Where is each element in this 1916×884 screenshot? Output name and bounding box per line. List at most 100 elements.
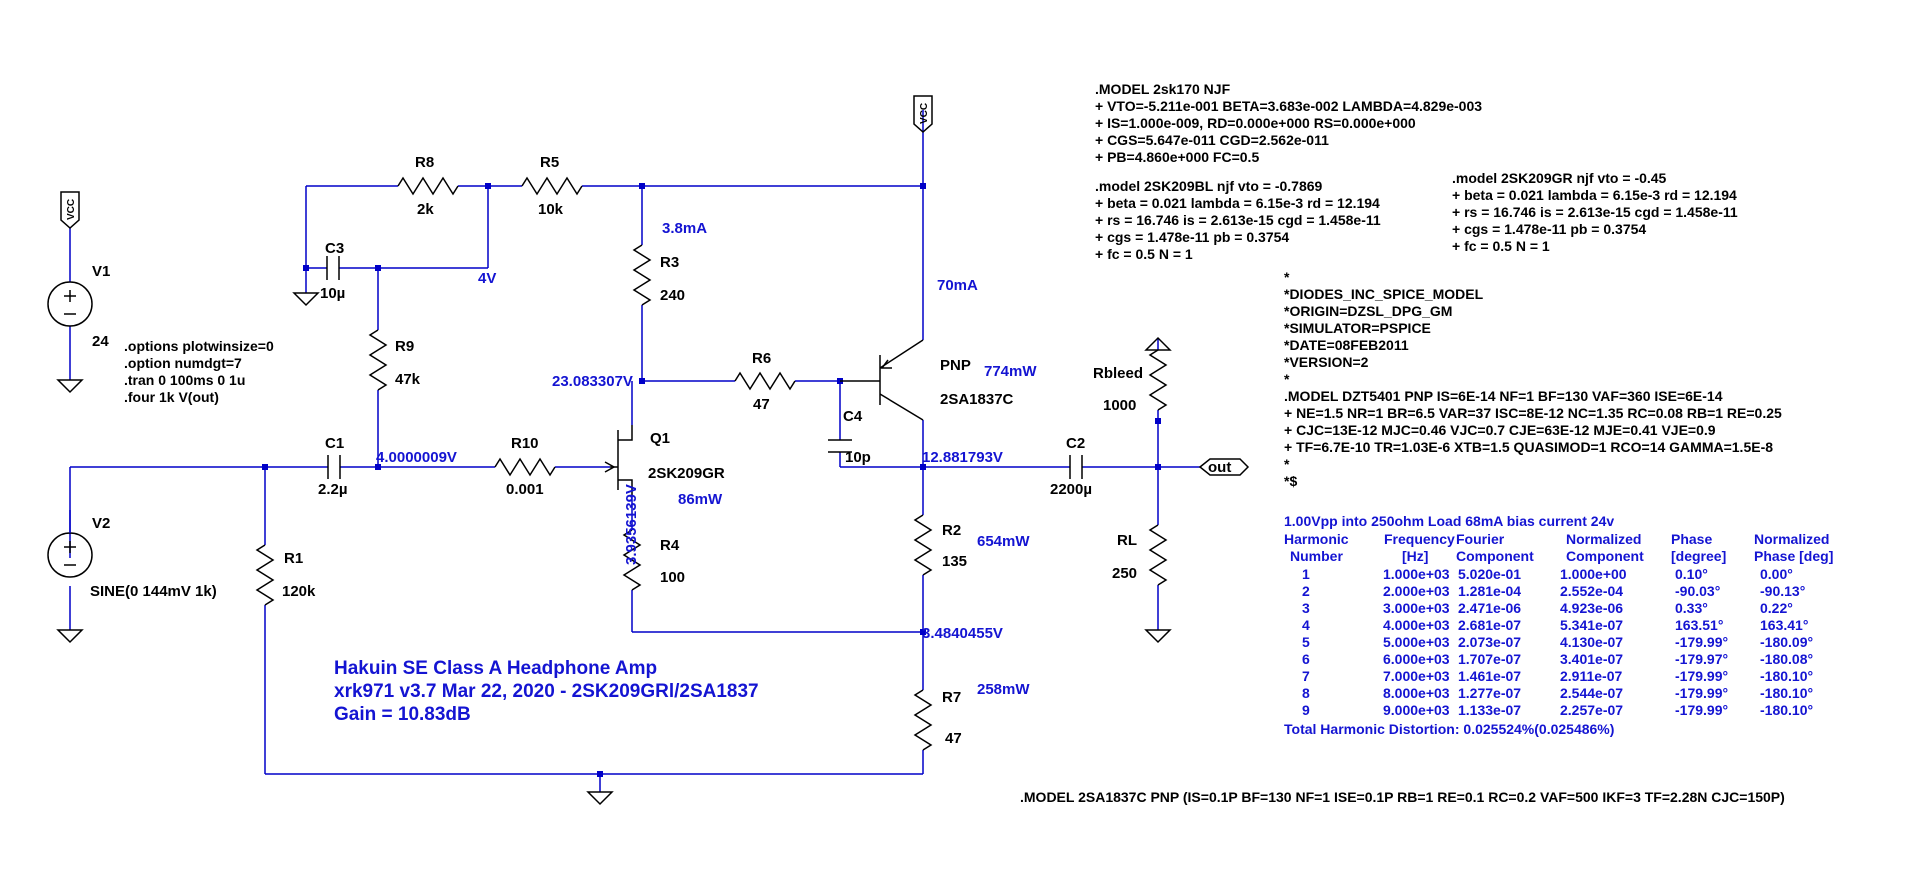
- fourier-cell: -90.03°: [1675, 583, 1720, 599]
- fourier-cell: 2.911e-07: [1560, 668, 1622, 684]
- grounds: [56, 292, 1172, 806]
- R10-ref: R10: [511, 435, 539, 452]
- ann-v-r8: 4V: [478, 270, 496, 287]
- fourier-cell: 9.000e+03: [1383, 702, 1450, 718]
- resistors: [255, 176, 1168, 751]
- R2-value: 135: [942, 553, 967, 570]
- fourier-cell: 1.277e-07: [1458, 685, 1521, 701]
- model-line: + rs = 16.746 is = 2.613e-15 cgd = 1.458…: [1095, 212, 1381, 228]
- C3-ref: C3: [325, 240, 344, 257]
- fourier-cell: -180.10°: [1760, 685, 1813, 701]
- fourier-cell: 163.51°: [1675, 617, 1723, 633]
- V1-ref: V1: [92, 263, 110, 280]
- R3-value: 240: [660, 287, 685, 304]
- R4-ref: R4: [660, 537, 680, 554]
- fourier-cell: 163.41°: [1760, 617, 1808, 633]
- fourier-cell: 4.000e+03: [1383, 617, 1450, 633]
- fourier-cell: 7.000e+03: [1383, 668, 1450, 684]
- V2-value: SINE(0 144mV 1k): [90, 583, 217, 600]
- fourier-cell: -180.10°: [1760, 702, 1813, 718]
- model-line: + fc = 0.5 N = 1: [1452, 238, 1550, 254]
- V1-symbol: [47, 281, 93, 327]
- fourier-header-cell: Component: [1566, 548, 1644, 564]
- model-line: + fc = 0.5 N = 1: [1095, 246, 1193, 262]
- R3-ref: R3: [660, 254, 679, 271]
- V1-value: 24: [92, 333, 109, 350]
- model-line: *SIMULATOR=PSPICE: [1284, 320, 1431, 336]
- model-line: *ORIGIN=DZSL_DPG_GM: [1284, 303, 1452, 319]
- fourier-cell: 6.000e+03: [1383, 651, 1450, 667]
- fourier-cell: -179.97°: [1675, 651, 1728, 667]
- Q1-value: 2SK209GR: [648, 465, 725, 482]
- fourier-cell: 0.22°: [1760, 600, 1793, 616]
- ann-v-out-node: 12.881793V: [922, 449, 1003, 466]
- R6-symbol: [734, 371, 796, 391]
- R10-value: 0.001: [506, 481, 544, 498]
- C1-symbol: [327, 455, 341, 479]
- fourier-header-cell: Phase: [1671, 531, 1712, 547]
- title-block: Hakuin SE Class A Headphone Amp xrk971 v…: [334, 658, 759, 725]
- ann-v-q1s: 3.9356139V: [623, 484, 640, 565]
- fourier-cell: 5.341e-07: [1560, 617, 1623, 633]
- title-line: Gain = 10.83dB: [334, 704, 471, 725]
- fourier-cell: 6: [1302, 651, 1310, 667]
- C2-symbol: [1069, 455, 1083, 479]
- model-line: *: [1284, 269, 1290, 285]
- R8-value: 2k: [417, 201, 434, 218]
- R1-ref: R1: [284, 550, 303, 567]
- fourier-cell: 0.00°: [1760, 566, 1793, 582]
- R3-symbol: [632, 244, 652, 306]
- model-line: + beta = 0.021 lambda = 6.15e-3 rd = 12.…: [1095, 195, 1380, 211]
- out-flag-shape: [1198, 458, 1250, 476]
- fourier-header-cell: Phase [deg]: [1754, 548, 1833, 564]
- ann-i-r3: 3.8mA: [662, 220, 707, 237]
- V2-ref: V2: [92, 515, 110, 532]
- model-line: + PB=4.860e+000 FC=0.5: [1095, 149, 1259, 165]
- directive-line: .option numdgt=7: [124, 355, 242, 371]
- fourier-header-cell: [Hz]: [1402, 548, 1428, 564]
- voltage-sources: [47, 281, 93, 578]
- model-line: *VERSION=2: [1284, 354, 1369, 370]
- R8-ref: R8: [415, 154, 434, 171]
- R2-ref: R2: [942, 522, 961, 539]
- fourier-cell: 5.020e-01: [1458, 566, 1521, 582]
- ann-v-q1g: 4.0000009V: [376, 449, 457, 466]
- R9-ref: R9: [395, 338, 414, 355]
- model-dzt5401: * *DIODES_INC_SPICE_MODEL *ORIGIN=DZSL_D…: [1284, 269, 1782, 489]
- model-line: + TF=6.7E-10 TR=1.03E-6 XTB=1.5 QUASIMOD…: [1284, 439, 1773, 455]
- fourier-cell: 4.923e-06: [1560, 600, 1623, 616]
- model-line: + CGS=5.647e-011 CGD=2.562e-011: [1095, 132, 1329, 148]
- model-line: + rs = 16.746 is = 2.613e-15 cgd = 1.458…: [1452, 204, 1738, 220]
- fourier-cell: 7: [1302, 668, 1310, 684]
- directive-line: .four 1k V(out): [124, 389, 219, 405]
- fourier-cell: -179.99°: [1675, 685, 1728, 701]
- fourier-header-cell: Component: [1456, 548, 1534, 564]
- fourier-cell: 8: [1302, 685, 1310, 701]
- fourier-cell: 5: [1302, 634, 1310, 650]
- fourier-cell: 3: [1302, 600, 1310, 616]
- title-line: Hakuin SE Class A Headphone Amp: [334, 658, 657, 679]
- fourier-cell: 8.000e+03: [1383, 685, 1450, 701]
- R5-value: 10k: [538, 201, 564, 218]
- model-2sk209bl: .model 2SK209BL njf vto = -0.7869 + beta…: [1095, 178, 1381, 262]
- vcc-label-v1: VCC: [66, 199, 77, 220]
- fourier-cell: -179.99°: [1675, 668, 1728, 684]
- R9-value: 47k: [395, 371, 421, 388]
- fourier-cell: 3.401e-07: [1560, 651, 1623, 667]
- model-2sa1837c: .MODEL 2SA1837C PNP (IS=0.1P BF=130 NF=1…: [1020, 789, 1785, 805]
- model-line: .MODEL DZT5401 PNP IS=6E-14 NF=1 BF=130 …: [1284, 388, 1723, 404]
- Rbleed-symbol: [1148, 349, 1168, 411]
- fourier-cell: 0.10°: [1675, 566, 1708, 582]
- fourier-cell: 1: [1302, 566, 1310, 582]
- R2-symbol: [913, 514, 933, 576]
- fourier-cell: -179.99°: [1675, 702, 1728, 718]
- fourier-cell: 2.073e-07: [1458, 634, 1521, 650]
- Q2-symbol: [840, 339, 924, 421]
- fourier-header-cell: Frequency: [1384, 531, 1455, 547]
- model-line: .model 2SK209GR njf vto = -0.45: [1452, 170, 1667, 186]
- model-line: .model 2SK209BL njf vto = -0.7869: [1095, 178, 1323, 194]
- fourier-cell: 1.281e-04: [1458, 583, 1521, 599]
- fourier-cell: 5.000e+03: [1383, 634, 1450, 650]
